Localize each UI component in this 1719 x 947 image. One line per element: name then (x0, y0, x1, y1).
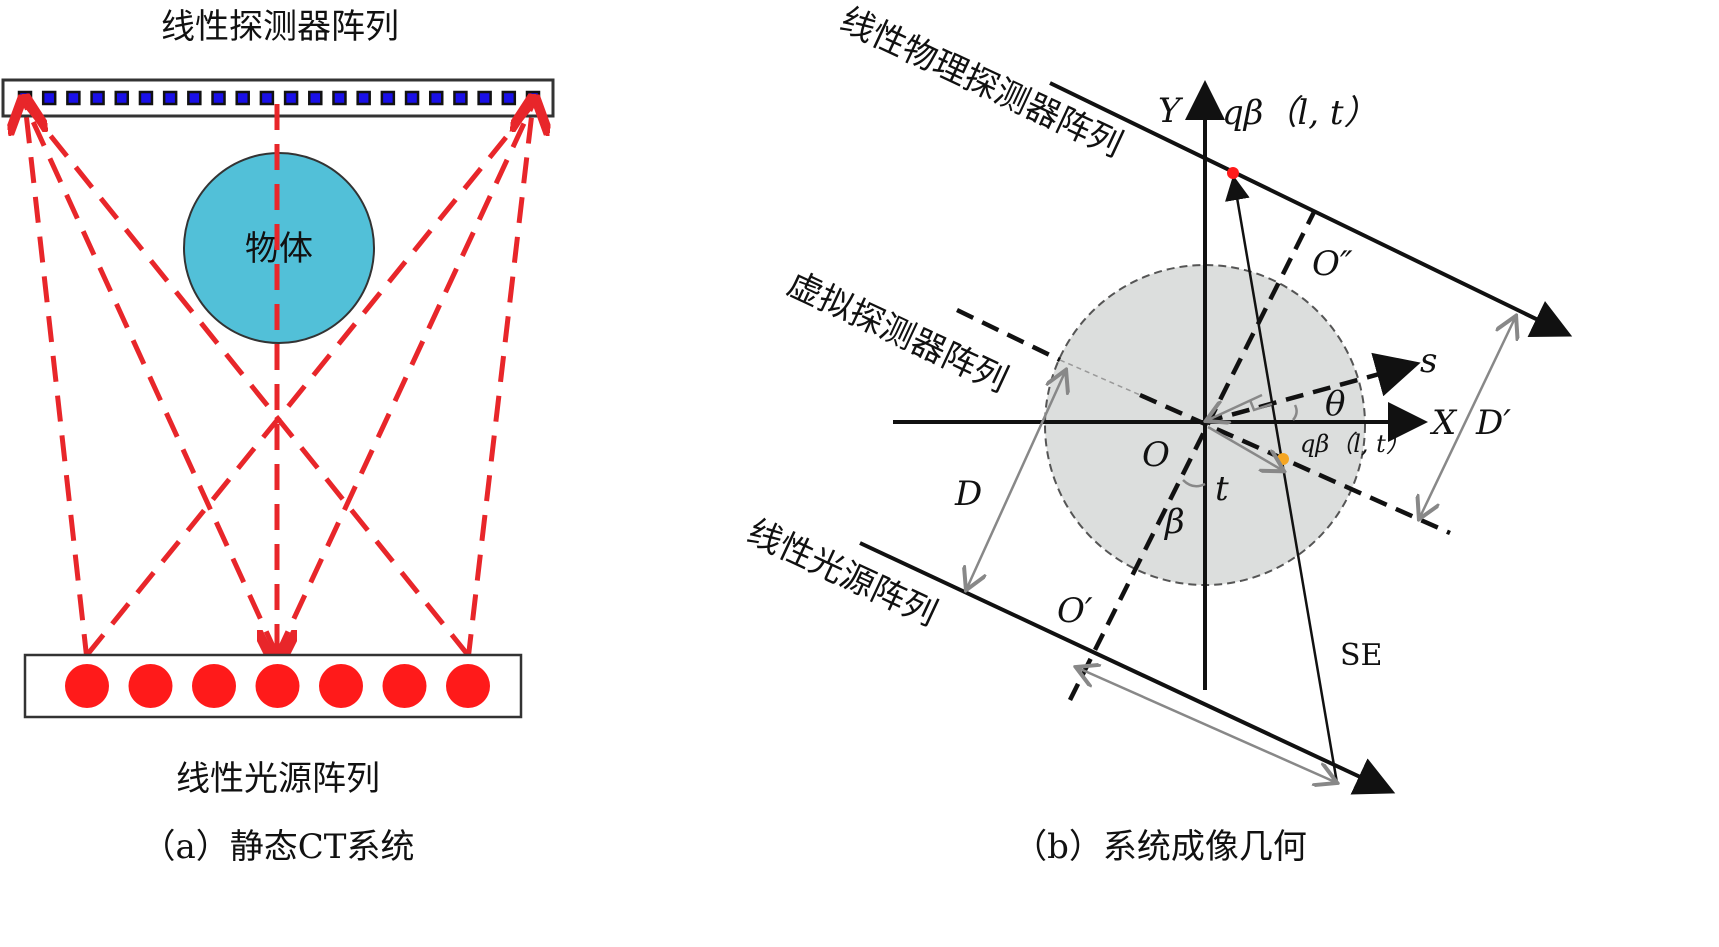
D-prime-arrow (1420, 318, 1515, 517)
origin-label: O (1142, 435, 1170, 475)
detector-element (525, 90, 541, 106)
D-arrow (967, 372, 1065, 588)
caption-a: （a）静态CT系统 (142, 827, 415, 867)
source-array-title: 线性光源阵列 (176, 759, 380, 799)
o-prime-label: O′ (1057, 591, 1093, 631)
q-mid-label: qβ（l, t） (1300, 430, 1410, 458)
physical-detector-label: 线性物理探测器阵列 (834, 0, 1128, 165)
virtual-point (1277, 453, 1289, 465)
detector-element (66, 90, 81, 106)
y-axis-label: Y (1158, 91, 1184, 131)
D-label: D (954, 474, 982, 514)
detector-element (17, 90, 33, 106)
detector-element (90, 90, 105, 106)
detector-element (428, 90, 444, 106)
detector-element (283, 90, 299, 106)
q-top-label: qβ（l, t） (1222, 93, 1378, 133)
s-label: s (1420, 341, 1437, 381)
detector-element (453, 90, 468, 106)
detector-point (1227, 167, 1239, 179)
source-element (255, 664, 300, 708)
detector-element (114, 90, 130, 106)
source-line (859, 541, 1396, 795)
source-element (319, 664, 363, 708)
source-elements (65, 664, 490, 708)
detector-element (162, 90, 178, 106)
source-element (446, 664, 490, 708)
caption-b: （b）系统成像几何 (1013, 827, 1307, 867)
source-length-arrow (1078, 668, 1335, 782)
theta-label: θ (1325, 384, 1345, 424)
panel-a: 线性探测器阵列 物体 线性光源阵列 （a）静态CT系统 (1, 7, 555, 867)
central-ray-line (1067, 208, 1318, 702)
beta-label: β (1163, 502, 1185, 542)
detector-element (332, 90, 347, 106)
source-element (192, 664, 236, 708)
detector-element (235, 90, 250, 106)
detector-element (41, 90, 57, 106)
virtual-detector-label: 虚拟探测器阵列 (781, 264, 1014, 401)
t-label: t (1215, 469, 1229, 509)
detector-element (187, 90, 202, 106)
detector-element (211, 90, 226, 106)
source-array-label: 线性光源阵列 (741, 512, 943, 634)
detector-element (138, 90, 154, 106)
detector-element (477, 90, 492, 106)
detector-element (356, 90, 371, 106)
detector-element (404, 90, 420, 106)
detector-element (308, 90, 323, 106)
detector-element (380, 90, 396, 106)
physical-detector-line (1049, 81, 1573, 338)
source-element (128, 664, 173, 708)
detector-array-title: 线性探测器阵列 (161, 7, 399, 47)
t-arrow (1207, 425, 1282, 470)
x-ray-paths (25, 104, 533, 660)
D-prime-label: D′ (1475, 403, 1511, 443)
x-axis-label: X (1429, 403, 1458, 443)
SE-label: SE (1340, 638, 1382, 673)
o-double-prime-label: O″ (1312, 244, 1353, 284)
detector-element (259, 90, 275, 106)
s-axis (1204, 352, 1421, 425)
virtual-detector-line (956, 307, 1061, 363)
detector-element (501, 90, 517, 106)
panel-b: 线性物理探测器阵列 虚拟探测器阵列 线性光源阵列 Y qβ（l, t） X qβ… (741, 0, 1573, 867)
source-element (382, 664, 427, 708)
source-element (65, 664, 109, 708)
